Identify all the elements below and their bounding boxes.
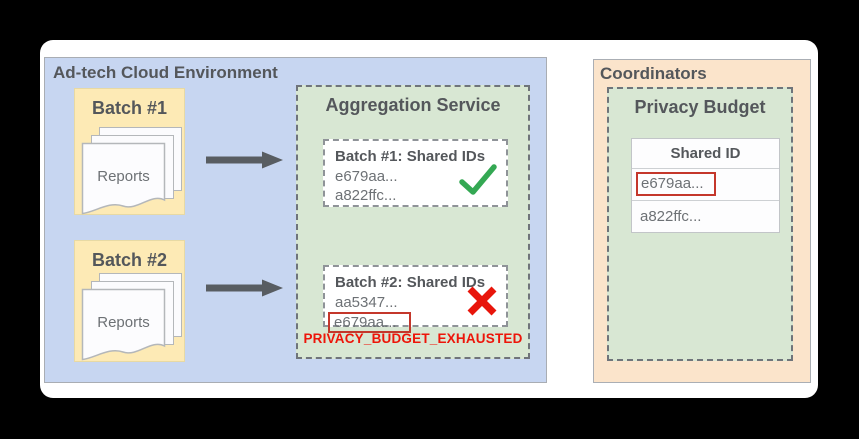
shared-id-text: a822ffc... (335, 187, 397, 204)
shared-id-text: e679aa... (328, 312, 506, 333)
shared-id-table-header: Shared ID (632, 139, 779, 169)
batch-1-result-box: Batch #1: Shared IDs e679aa... a822ffc..… (323, 139, 508, 207)
duplicate-shared-id-highlight: e679aa... (328, 312, 411, 333)
x-icon (467, 286, 497, 316)
shared-id-table: Shared ID e679aa... a822ffc... (631, 138, 780, 233)
check-icon (459, 164, 497, 195)
shared-id-text: aa5347... (335, 294, 398, 311)
batch-1-reports-label: Reports (97, 168, 150, 185)
shared-id-text: e679aa... (335, 168, 398, 185)
aggregation-service-region: Aggregation Service Batch #1: Shared IDs… (296, 85, 530, 359)
batch-2-reports-label: Reports (97, 314, 150, 331)
batch-2-title: Batch #2 (91, 250, 168, 270)
table-row: e679aa... (632, 169, 779, 200)
arrow-right-icon (206, 279, 283, 297)
batch-2-result-title: Batch #2: Shared IDs (335, 274, 486, 291)
arrow-right-icon (206, 151, 283, 169)
privacy-budget-title: Privacy Budget (634, 97, 766, 117)
coordinators-label: Coordinators (600, 64, 707, 83)
privacy-budget-region: Privacy Budget Shared ID e679aa... a822f… (607, 87, 793, 361)
batch-1-result-title: Batch #1: Shared IDs (335, 148, 486, 165)
aggregation-service-title: Aggregation Service (325, 95, 501, 115)
exhausted-shared-id-highlight: e679aa... (636, 172, 716, 196)
batch-1-box: Batch #1 Reports (74, 88, 185, 215)
adtech-cloud-environment-label: Ad-tech Cloud Environment (53, 63, 278, 82)
report-document-icon (81, 142, 166, 215)
privacy-budget-exhausted-label: PRIVACY_BUDGET_EXHAUSTED (303, 331, 523, 346)
batch-1-title: Batch #1 (91, 98, 168, 118)
table-row: a822ffc... (632, 200, 779, 232)
batch-2-result-box: Batch #2: Shared IDs aa5347... e679aa... (323, 265, 508, 333)
report-document-icon (81, 288, 166, 361)
batch-2-box: Batch #2 Reports (74, 240, 185, 362)
